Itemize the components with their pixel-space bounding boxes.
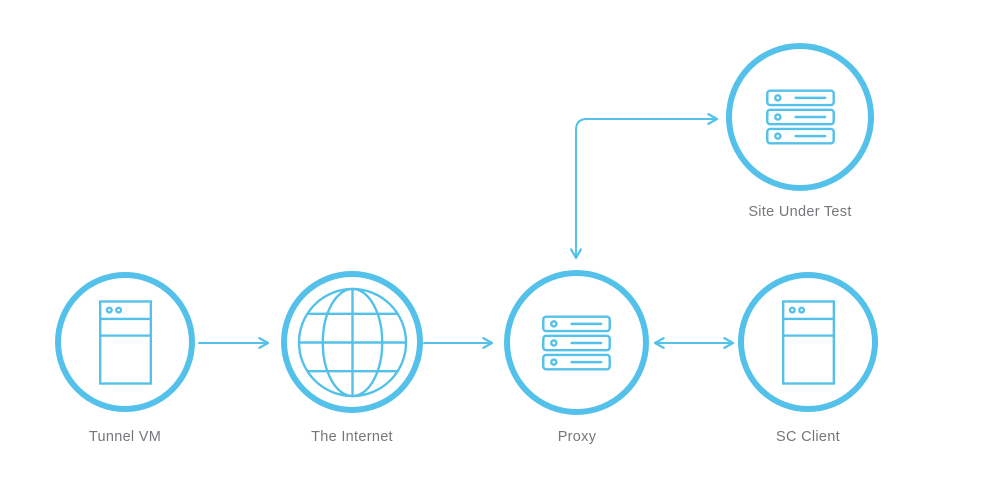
edge-proxy-site-under-test-bidirectional (570, 113, 719, 260)
node-circle (726, 43, 874, 191)
node-the-internet: The Internet (281, 271, 423, 445)
node-circle (281, 271, 423, 413)
node-tunnel-vm: Tunnel VM (55, 272, 195, 445)
node-proxy: Proxy (504, 270, 649, 445)
tower-server-icon (98, 299, 152, 385)
node-label: The Internet (311, 429, 393, 445)
node-site-under-test: Site Under Test (726, 43, 874, 220)
node-label: Proxy (557, 429, 597, 445)
node-label: SC Client (776, 429, 840, 445)
node-label: Tunnel VM (88, 429, 162, 445)
server-stack-icon (542, 314, 611, 371)
node-label: Site Under Test (748, 204, 852, 220)
server-stack-icon (765, 89, 835, 145)
node-circle (504, 270, 649, 415)
tower-server-icon (781, 299, 835, 385)
node-circle (738, 272, 878, 412)
node-circle (55, 272, 195, 412)
node-sc-client: SC Client (738, 272, 878, 445)
globe-icon (297, 287, 407, 397)
